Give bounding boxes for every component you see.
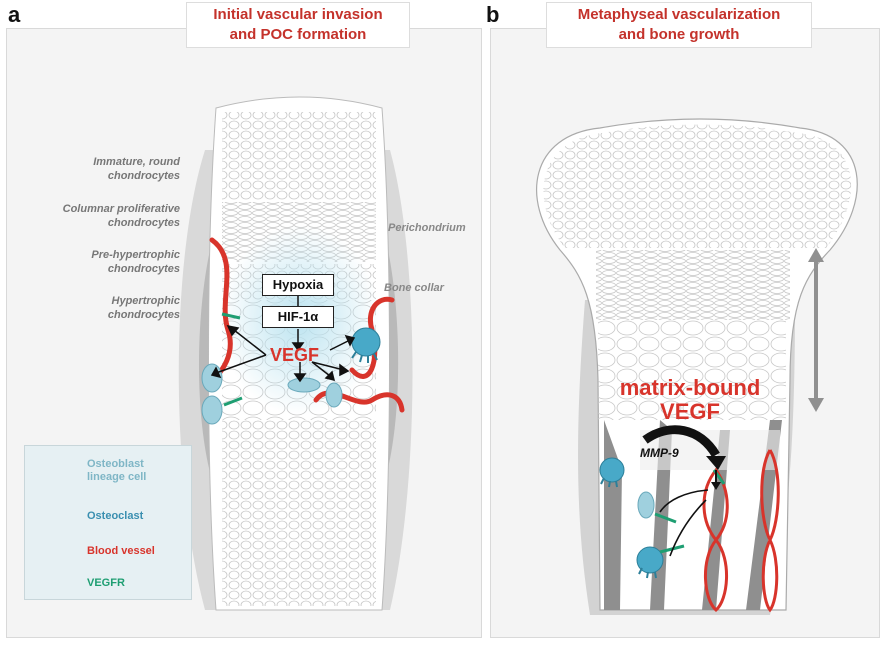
osteoblast-icon: [288, 378, 320, 392]
legend-osteoblast-line-1: Osteoblast: [87, 458, 146, 471]
label-hypertrophic-chondrocytes: Hypertrophic chondrocytes: [40, 294, 180, 322]
osteoblast-icon: [202, 396, 222, 424]
osteoblast-icon: [638, 492, 654, 518]
label-bone-collar: Bone collar: [384, 282, 444, 294]
osteoblast-icon: [326, 383, 342, 407]
legend: Osteoblast lineage cell Osteoclast Blood…: [24, 445, 192, 600]
label-hypertrophic-line-1: Hypertrophic: [40, 294, 180, 308]
legend-osteoblast: Osteoblast lineage cell: [87, 458, 146, 484]
hif-box: HIF-1α: [262, 306, 334, 328]
mmp9-label: MMP-9: [640, 446, 679, 460]
label-immature-line-2: chondrocytes: [40, 169, 180, 183]
label-columnar-line-2: chondrocytes: [40, 216, 180, 230]
panel-b-title-line-2: and bone growth: [555, 25, 803, 45]
label-immature-line-1: Immature, round: [40, 155, 180, 169]
panel-b-title: Metaphyseal vascularization and bone gro…: [546, 2, 812, 48]
label-hypertrophic-line-2: chondrocytes: [40, 308, 180, 322]
label-prehypertrophic-line-1: Pre-hypertrophic: [40, 248, 180, 262]
matrix-bound-line-1: matrix-bound: [610, 376, 770, 400]
legend-osteoblast-line-2: lineage cell: [87, 471, 146, 484]
label-perichondrium: Perichondrium: [388, 222, 466, 234]
legend-vegfr: VEGFR: [87, 577, 125, 590]
vegf-label-a: VEGF: [270, 345, 319, 366]
legend-osteoclast: Osteoclast: [87, 510, 143, 523]
panel-b-letter: b: [486, 2, 499, 28]
label-immature-chondrocytes: Immature, round chondrocytes: [40, 155, 180, 183]
label-columnar-line-1: Columnar proliferative: [40, 202, 180, 216]
label-prehypertrophic-line-2: chondrocytes: [40, 262, 180, 276]
osteoblast-icon: [202, 364, 222, 392]
legend-vessel: Blood vessel: [87, 545, 155, 558]
label-prehypertrophic-chondrocytes: Pre-hypertrophic chondrocytes: [40, 248, 180, 276]
matrix-bound-vegf-label: matrix-bound VEGF: [610, 376, 770, 424]
panel-b-title-line-1: Metaphyseal vascularization: [555, 5, 803, 25]
matrix-bound-line-2: VEGF: [610, 400, 770, 424]
label-columnar-chondrocytes: Columnar proliferative chondrocytes: [40, 202, 180, 230]
hypoxia-box: Hypoxia: [262, 274, 334, 296]
